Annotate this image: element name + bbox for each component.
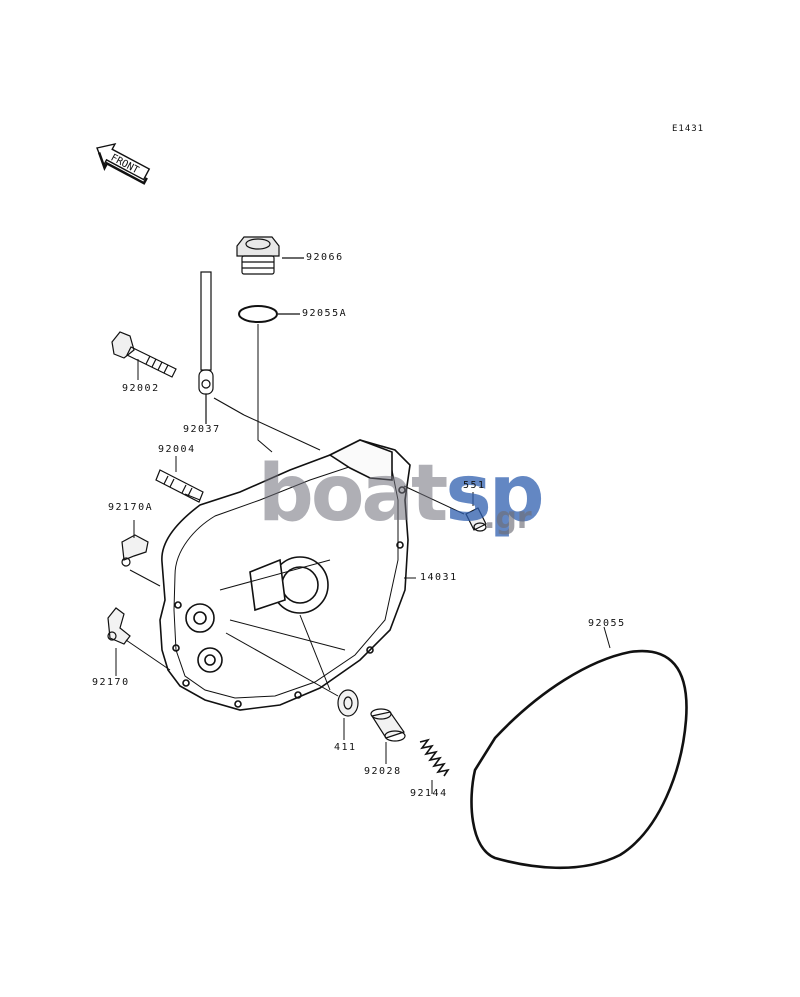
clamp-bracket <box>121 520 161 587</box>
part-label[interactable]: 92170A <box>108 502 154 513</box>
part-label[interactable]: 92144 <box>410 788 448 799</box>
part-label[interactable]: 411 <box>334 742 357 753</box>
gasket <box>470 626 688 870</box>
part-label[interactable]: 92055A <box>302 308 348 319</box>
part-label[interactable]: 92170 <box>92 677 130 688</box>
oil-filler-plug <box>236 236 304 275</box>
flange-bolt <box>111 331 177 380</box>
stud <box>155 456 204 503</box>
washer <box>337 689 359 740</box>
clamp-small <box>107 607 171 676</box>
diagram-reference-code: E1431 <box>672 124 705 134</box>
clamp <box>198 271 245 424</box>
part-label[interactable]: 92002 <box>122 383 160 394</box>
dowel-pin <box>403 485 487 532</box>
part-label[interactable]: 14031 <box>420 572 458 583</box>
spring <box>419 738 450 794</box>
o-ring <box>238 305 300 453</box>
part-label[interactable]: 92004 <box>158 444 196 455</box>
part-label[interactable]: 92028 <box>364 766 402 777</box>
part-label[interactable]: 92066 <box>306 252 344 263</box>
engine-cover <box>159 414 416 711</box>
front-arrow-icon: FRONT <box>96 142 151 185</box>
bushing <box>370 708 406 764</box>
part-label[interactable]: 92037 <box>183 424 221 435</box>
part-label[interactable]: 551 <box>463 480 486 491</box>
part-label[interactable]: 92055 <box>588 618 626 629</box>
